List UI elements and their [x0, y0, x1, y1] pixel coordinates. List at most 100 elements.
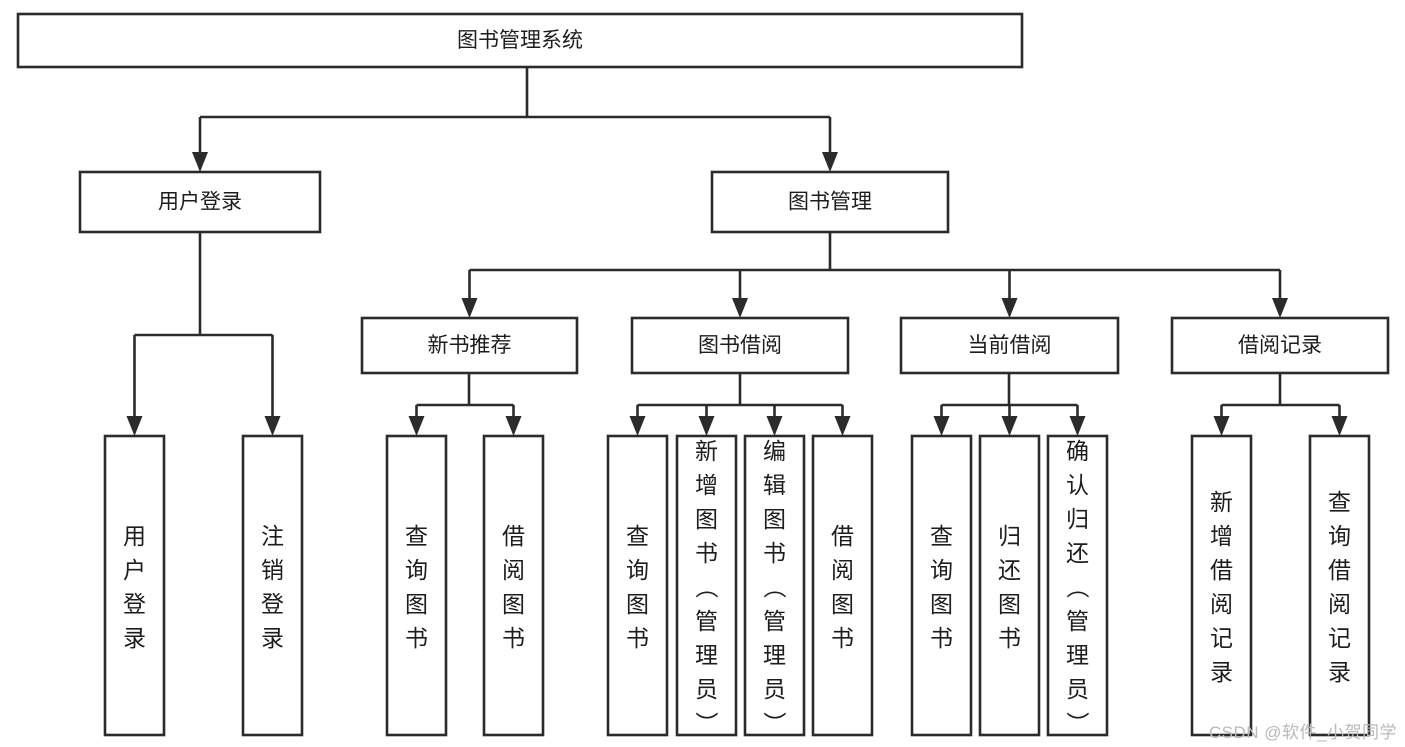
node-label-current-borrow: 当前借阅: [968, 334, 1052, 357]
node-label-char: 图: [405, 591, 428, 617]
node-label-char: ）: [762, 712, 788, 735]
node-label-char: 查: [1328, 489, 1351, 515]
node-box-leaf-edit-book[interactable]: [743, 434, 806, 737]
connector-group-root: [192, 67, 838, 172]
node-label-char: 书: [930, 625, 953, 651]
node-label-char: 员: [695, 676, 718, 702]
node-label-char: 登: [123, 591, 146, 617]
connector-group-book-borrow: [629, 373, 851, 436]
node-label-char: 理: [1066, 642, 1089, 668]
node-label-char: 归: [1066, 506, 1089, 532]
node-label-char: 录: [1210, 659, 1233, 685]
node-label-char: 还: [998, 557, 1021, 583]
node-label-char: 阅: [831, 557, 854, 583]
node-label-borrow-record: 借阅记录: [1238, 334, 1322, 357]
node-label-char: 询: [626, 557, 649, 583]
node-label-char: 书: [831, 625, 854, 651]
node-box-leaf-user-login[interactable]: [103, 434, 166, 737]
node-label-char: 借: [831, 523, 854, 549]
node-root[interactable]: 图书管理系统: [16, 12, 1024, 69]
node-label-root: 图书管理系统: [457, 29, 583, 52]
node-box-leaf-query-record[interactable]: [1308, 434, 1371, 737]
node-label-char: 查: [930, 523, 953, 549]
node-label-char: 书: [405, 625, 428, 651]
node-label-char: 登: [261, 591, 284, 617]
node-label-char: 图: [831, 591, 854, 617]
node-label-char: 书: [763, 540, 786, 566]
connector-group-user-login: [126, 232, 281, 436]
node-label-char: 归: [998, 523, 1021, 549]
node-label-char: 借: [1328, 557, 1351, 583]
node-label-user-login: 用户登录: [158, 191, 242, 214]
node-label-char: 管: [763, 608, 786, 634]
node-label-char: 用: [123, 523, 146, 549]
node-box-leaf-query-book-2[interactable]: [606, 434, 669, 737]
node-label-char: 图: [930, 591, 953, 617]
node-book-manage[interactable]: 图书管理: [710, 170, 950, 234]
node-label-char: 录: [123, 625, 146, 651]
node-box-leaf-borrow-book-1[interactable]: [482, 434, 545, 737]
node-box-leaf-add-record[interactable]: [1190, 434, 1253, 737]
connector-group-current-borrow: [933, 373, 1086, 436]
node-label-char: 录: [261, 625, 284, 651]
node-label-char: （: [694, 576, 720, 599]
node-box-borrow-record[interactable]: [1170, 316, 1390, 375]
node-box-book-manage[interactable]: [710, 170, 950, 234]
connector-group-book-manage: [461, 232, 1288, 318]
node-user-login[interactable]: 用户登录: [78, 170, 322, 234]
node-current-borrow[interactable]: 当前借阅: [899, 316, 1120, 375]
node-label-char: 管: [695, 608, 718, 634]
node-label-char: 理: [763, 642, 786, 668]
node-box-leaf-borrow-book-2[interactable]: [811, 434, 874, 737]
node-label-char: 借: [1210, 557, 1233, 583]
node-label-char: 增: [1210, 523, 1233, 549]
node-new-book-rec[interactable]: 新书推荐: [360, 316, 579, 375]
node-box-leaf-query-book-3[interactable]: [910, 434, 973, 737]
node-label-char: 书: [626, 625, 649, 651]
node-leaf-user-login[interactable]: 用户登录: [103, 434, 166, 737]
node-label-char: 员: [763, 676, 786, 702]
node-box-root[interactable]: [16, 12, 1024, 69]
node-label-char: 阅: [1328, 591, 1351, 617]
node-label-char: 增: [695, 472, 718, 498]
node-box-leaf-logout[interactable]: [241, 434, 304, 737]
node-label-char: 新: [695, 438, 718, 464]
node-layer: 图书管理系统用户登录图书管理新书推荐图书借阅当前借阅借阅记录用户登录注销登录查询…: [16, 12, 1390, 737]
node-box-leaf-return-book[interactable]: [978, 434, 1041, 737]
node-label-char: 书: [695, 540, 718, 566]
node-label-char: 书: [502, 625, 525, 651]
csdn-watermark: CSDN @软件_小贺同学: [1208, 723, 1397, 742]
node-book-borrow[interactable]: 图书借阅: [630, 316, 850, 375]
node-label-char: 理: [695, 642, 718, 668]
node-box-user-login[interactable]: [78, 170, 322, 234]
node-label-new-book-rec: 新书推荐: [428, 334, 512, 357]
node-label-char: 辑: [763, 472, 786, 498]
node-box-current-borrow[interactable]: [899, 316, 1120, 375]
node-box-leaf-query-book-1[interactable]: [385, 434, 448, 737]
node-borrow-record[interactable]: 借阅记录: [1170, 316, 1390, 375]
node-label-book-borrow: 图书借阅: [698, 334, 782, 357]
node-label-char: 图: [763, 506, 786, 532]
node-box-book-borrow[interactable]: [630, 316, 850, 375]
node-box-new-book-rec[interactable]: [360, 316, 579, 375]
node-box-leaf-confirm-return[interactable]: [1046, 434, 1109, 737]
node-label-char: 阅: [1210, 591, 1233, 617]
node-label-char: 询: [930, 557, 953, 583]
node-label-char: 认: [1066, 472, 1089, 498]
node-box-leaf-add-book[interactable]: [675, 434, 738, 737]
connector-group-new-book-rec: [408, 373, 522, 436]
